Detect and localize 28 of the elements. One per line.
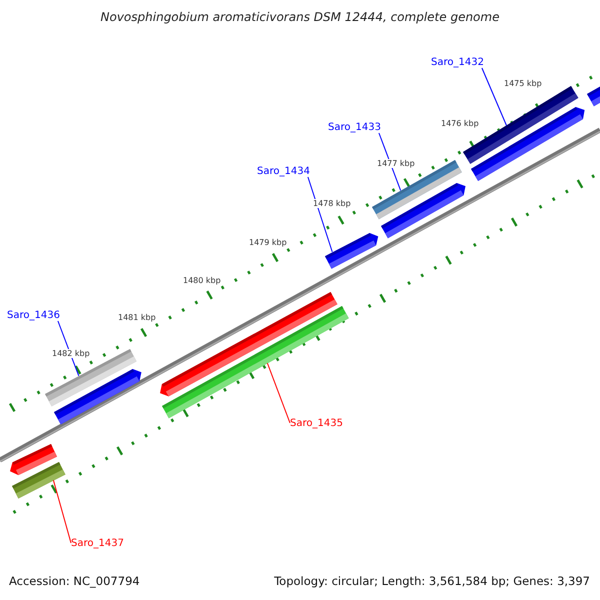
footer-text: Accession: NC_007794: [9, 574, 140, 588]
gene-label: Saro_1434: [257, 166, 310, 177]
leader-line: [52, 480, 72, 544]
gene-bar: [324, 232, 378, 268]
leader-line: [57, 320, 80, 376]
position-label: 1481 kbp: [118, 313, 156, 322]
position-label: 1477 kbp: [377, 159, 415, 168]
gene-label: Saro_1437: [71, 538, 124, 549]
gene-bar: [160, 292, 338, 396]
leader-line: [307, 176, 333, 252]
position-label: 1475 kbp: [504, 79, 542, 88]
position-label: 1479 kbp: [249, 238, 287, 247]
position-label: 1478 kbp: [313, 199, 351, 208]
gene-label: Saro_1435: [290, 418, 343, 429]
position-label: 1480 kbp: [183, 276, 221, 285]
leader-line: [266, 362, 290, 424]
position-label: 1476 kbp: [441, 119, 479, 128]
gene-bar: [380, 182, 466, 238]
footer-text: Topology: circular; Length: 3,561,584 bp; Genes: 3,397: [274, 574, 590, 588]
gene-label: Saro_1436: [7, 310, 60, 321]
leader-line: [481, 68, 508, 126]
gene-label: Saro_1432: [431, 57, 484, 68]
gene-bar: [54, 368, 142, 424]
leader-line: [378, 132, 402, 191]
title: Novosphingobium aromaticivorans DSM 12444, complete genome: [100, 10, 500, 24]
gene-label: Saro_1433: [328, 122, 381, 133]
position-label: 1482 kbp: [52, 349, 90, 358]
gene-bar: [10, 444, 57, 475]
